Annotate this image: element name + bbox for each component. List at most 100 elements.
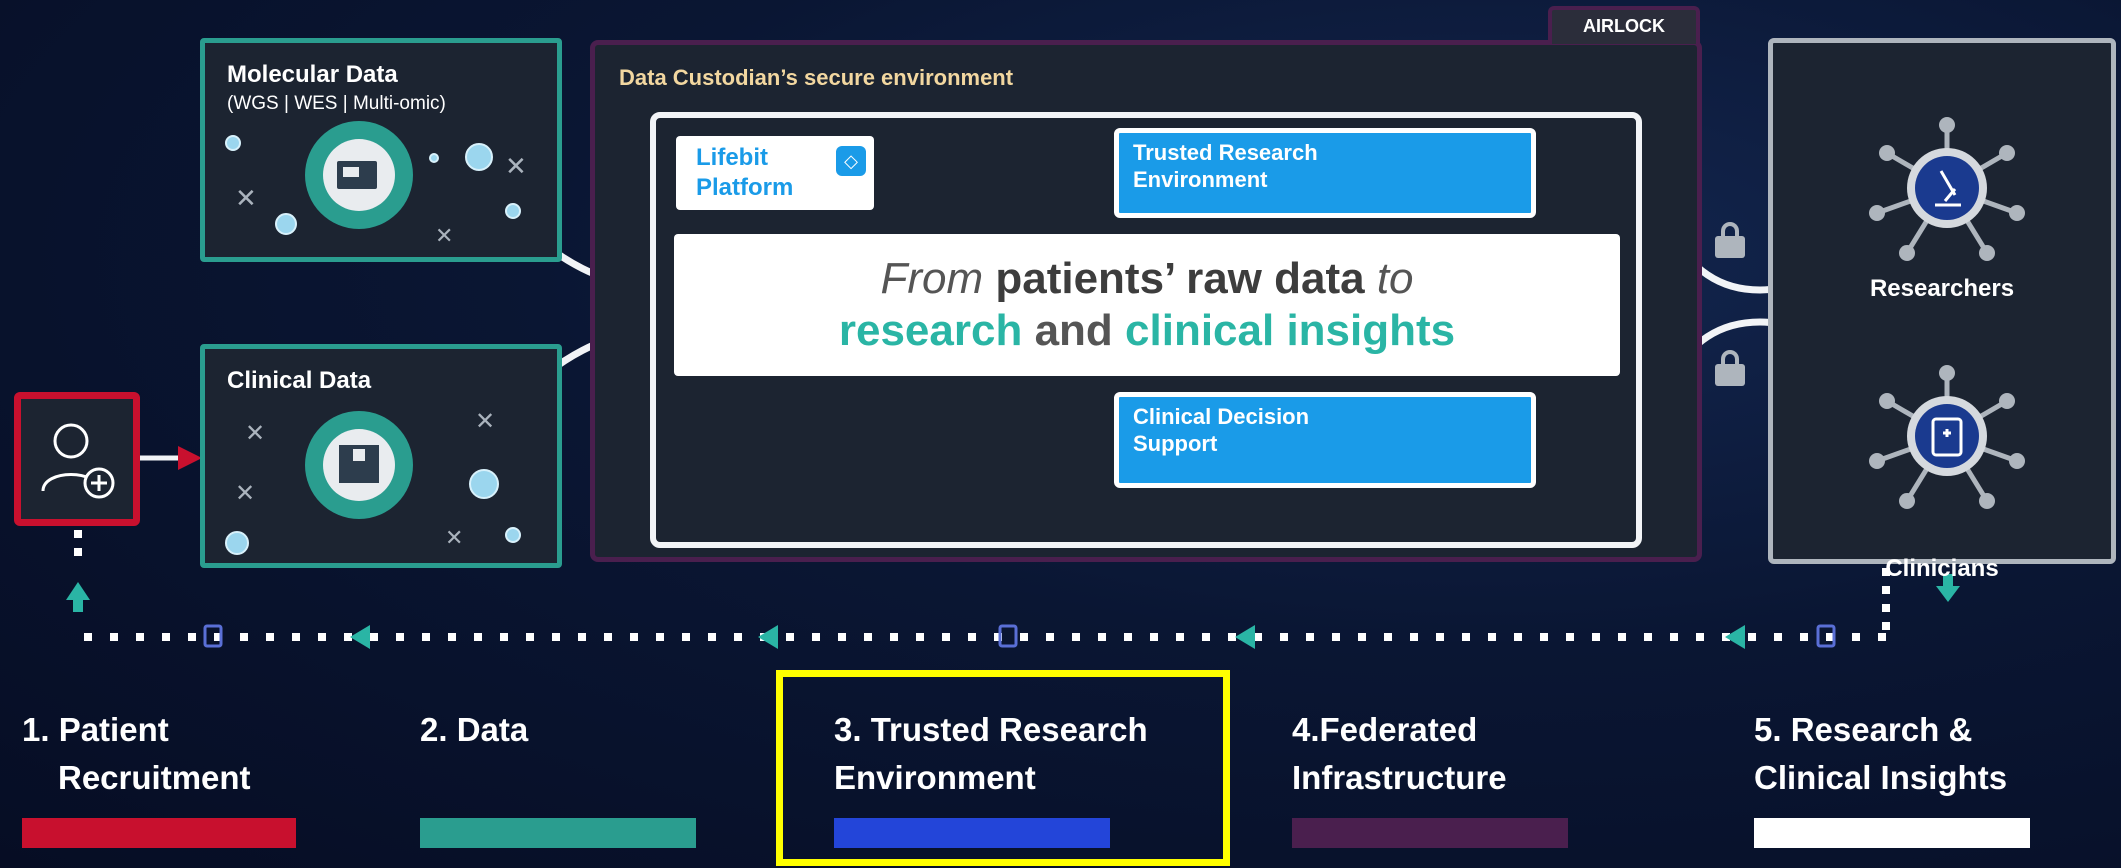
feedback-dot xyxy=(1124,633,1132,641)
step-2-line2 xyxy=(420,754,710,802)
feedback-dot xyxy=(1046,633,1054,641)
feedback-dot xyxy=(1566,633,1574,641)
clinical-title: Clinical Data xyxy=(227,367,372,394)
feedback-dot xyxy=(916,633,924,641)
feedback-dot xyxy=(1514,633,1522,641)
tre-line2: Environment xyxy=(1133,167,1268,192)
feedback-dot xyxy=(292,633,300,641)
step-4-line2: Infrastructure xyxy=(1292,759,1507,796)
microscope-icon xyxy=(1935,170,1961,207)
patient-arrow xyxy=(140,446,202,470)
step-3-bar xyxy=(834,818,1110,848)
step-1-line1: 1. Patient xyxy=(22,711,169,748)
dna-icon: ✕ xyxy=(235,183,257,213)
feedback-dot xyxy=(370,633,378,641)
lifebit-platform-badge: Lifebit Platform ◇ xyxy=(676,136,874,210)
airlock-tab: AIRLOCK xyxy=(1548,6,1700,44)
cds-line1: Clinical Decision xyxy=(1133,404,1310,429)
molecule-dot xyxy=(469,469,499,499)
step-3-line1: 3. Trusted Research xyxy=(834,711,1148,748)
feedback-dot xyxy=(1774,633,1782,641)
molecular-subtitle: (WGS | WES | Multi-omic) xyxy=(227,93,446,114)
headline-line1: From patients’ raw data to xyxy=(674,254,1620,304)
feedback-dot xyxy=(604,633,612,641)
researchers-label: Researchers xyxy=(1869,275,2015,302)
feedback-dot xyxy=(526,633,534,641)
headline-research: research xyxy=(838,306,1023,355)
lifebit-logo-icon: ◇ xyxy=(836,146,866,176)
headline-and: and xyxy=(1022,306,1126,355)
step-1: 1. Patient Recruitment xyxy=(22,706,312,848)
feedback-dot xyxy=(448,633,456,641)
feedback-dot xyxy=(422,633,430,641)
clinical-data-box: Clinical Data ✕ ✕ ✕ ✕ xyxy=(200,344,562,568)
dna-icon: ✕ xyxy=(435,223,454,248)
headline-line2: research and clinical insights xyxy=(674,306,1620,356)
feedback-dot xyxy=(1670,633,1678,641)
dna-icon: ✕ xyxy=(505,151,527,181)
step-2-bar xyxy=(420,818,696,848)
feedback-dot xyxy=(1852,633,1860,641)
feedback-dot xyxy=(682,633,690,641)
feedback-dot xyxy=(1384,633,1392,641)
feedback-dot xyxy=(942,633,950,641)
molecule-dot xyxy=(225,135,241,151)
feedback-dot xyxy=(1202,633,1210,641)
feedback-dot xyxy=(1020,633,1028,641)
feedback-dot xyxy=(500,633,508,641)
feedback-dot xyxy=(968,633,976,641)
molecule-dot xyxy=(429,153,439,163)
feedback-dot xyxy=(1696,633,1704,641)
dna-icon: ✕ xyxy=(235,480,256,507)
feedback-dot xyxy=(1410,633,1418,641)
step-3-line2: Environment xyxy=(834,759,1036,796)
document-icons xyxy=(203,624,1836,648)
feedback-dot xyxy=(1098,633,1106,641)
molecule-dot xyxy=(465,143,493,171)
platform-container xyxy=(650,112,1642,548)
lock-icon xyxy=(1715,350,1745,386)
feedback-dot xyxy=(786,633,794,641)
tre-box: Trusted Research Environment xyxy=(1114,128,1536,218)
feedback-dot xyxy=(474,633,482,641)
feedback-dot xyxy=(1826,633,1834,641)
feedback-dot xyxy=(1358,633,1366,641)
airlock-label: AIRLOCK xyxy=(1583,16,1665,36)
step-5-bar xyxy=(1754,818,2030,848)
feedback-dot xyxy=(656,633,664,641)
clipboard-icon xyxy=(1931,417,1963,457)
molecule-dot xyxy=(505,203,521,219)
feedback-dot xyxy=(890,633,898,641)
feedback-dot xyxy=(136,633,144,641)
step-5: 5. Research & Clinical Insights xyxy=(1754,706,2094,848)
feedback-dot xyxy=(1228,633,1236,641)
feedback-dot xyxy=(1644,633,1652,641)
step-4-line1: 4.Federated xyxy=(1292,711,1478,748)
feedback-dot xyxy=(188,633,196,641)
feedback-dot xyxy=(1462,633,1470,641)
feedback-dot xyxy=(1748,633,1756,641)
feedback-dot xyxy=(630,633,638,641)
dna-icon: ✕ xyxy=(445,525,464,550)
molecular-data-box: Molecular Data (WGS | WES | Multi-omic) … xyxy=(200,38,562,262)
step-1-line2: Recruitment xyxy=(58,759,251,796)
feedback-dotted-path xyxy=(74,530,1890,630)
feedback-dot xyxy=(1436,633,1444,641)
feedback-dot xyxy=(214,633,222,641)
cds-line2: Support xyxy=(1133,431,1218,456)
feedback-dot xyxy=(708,633,716,641)
molecule-dot xyxy=(505,527,521,543)
feedback-dot xyxy=(838,633,846,641)
feedback-dot xyxy=(1306,633,1314,641)
molecular-title: Molecular Data xyxy=(227,61,398,88)
feedback-dot xyxy=(864,633,872,641)
step-5-line2: Clinical Insights xyxy=(1754,759,2008,796)
feedback-dot xyxy=(734,633,742,641)
users-panel: Researchers Clinicians xyxy=(1768,38,2116,582)
feedback-dot xyxy=(240,633,248,641)
dna-icon: ✕ xyxy=(245,420,266,447)
clinicians-network-icon xyxy=(1869,365,2025,509)
headline-to: to xyxy=(1364,254,1414,303)
step-5-line1: 5. Research & xyxy=(1754,711,1973,748)
headline-from: From xyxy=(880,254,996,303)
